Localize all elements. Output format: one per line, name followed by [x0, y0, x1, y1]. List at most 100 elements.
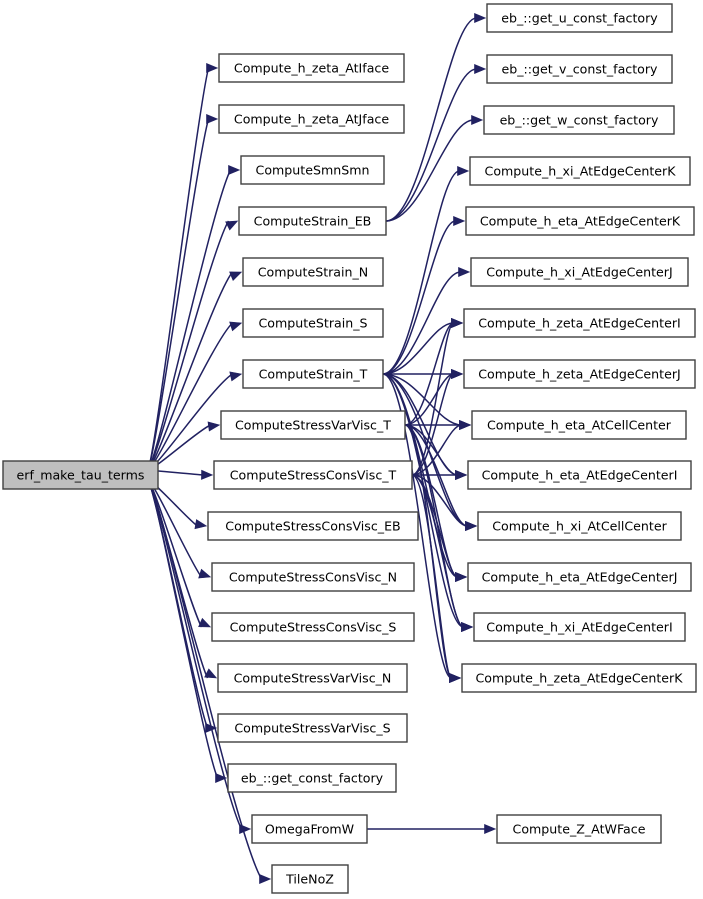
graph-node-computestrain-t[interactable]: ComputeStrain_T [242, 359, 384, 389]
node-label: Compute_h_zeta_AtEdgeCenterJ [478, 367, 680, 382]
arrow-head-icon [229, 271, 243, 281]
node-label: ComputeStressConsVisc_S [230, 620, 397, 635]
arrow-head-icon [204, 668, 218, 679]
arrow-head-icon [457, 165, 470, 177]
node-box[interactable] [240, 155, 385, 185]
call-edge [385, 119, 474, 222]
graph-node-compute-h-xi-atedgecenterj[interactable]: Compute_h_xi_AtEdgeCenterJ [470, 257, 689, 287]
root-node-box[interactable] [2, 460, 159, 490]
graph-node-computestressvarvisc-t[interactable]: ComputeStressVarVisc_T [220, 410, 406, 440]
node-box[interactable] [220, 410, 406, 440]
call-edge [411, 373, 455, 476]
node-label: ComputeStressConsVisc_N [229, 570, 397, 585]
arrow-head-icon [229, 371, 243, 382]
graph-node-compute-h-xi-atcellcenter[interactable]: Compute_h_xi_AtCellCenter [477, 511, 682, 541]
node-label: Compute_h_xi_AtEdgeCenterK [485, 164, 677, 179]
graph-node-erf-make-tau-terms[interactable]: erf_make_tau_terms [2, 460, 159, 490]
node-box[interactable] [463, 308, 696, 338]
node-box[interactable] [271, 864, 349, 894]
arrow-head-icon [474, 12, 487, 24]
graph-node-eb-get-v-const-factory[interactable]: eb_::get_v_const_factory [486, 54, 673, 84]
node-label: ComputeStrain_S [258, 316, 367, 331]
graph-node-computestressconsvisc-eb[interactable]: ComputeStressConsVisc_EB [207, 511, 419, 541]
node-box[interactable] [211, 612, 415, 642]
node-box[interactable] [470, 257, 689, 287]
graph-node-computestressvarvisc-n[interactable]: ComputeStressVarVisc_N [217, 663, 408, 693]
graph-node-computestressconsvisc-s[interactable]: ComputeStressConsVisc_S [211, 612, 415, 642]
node-label: Compute_h_eta_AtEdgeCenterK [480, 214, 681, 229]
call-edge [411, 322, 455, 476]
node-box[interactable] [486, 54, 673, 84]
arrow-head-icon [225, 220, 239, 231]
graph-node-computestressconsvisc-n[interactable]: ComputeStressConsVisc_N [211, 562, 415, 592]
graph-node-compute-h-eta-atedgecenterk[interactable]: Compute_h_eta_AtEdgeCenterK [465, 206, 695, 236]
node-box[interactable] [465, 206, 695, 236]
node-box[interactable] [251, 814, 368, 844]
node-box[interactable] [207, 511, 419, 541]
node-box[interactable] [473, 612, 686, 642]
node-box[interactable] [242, 308, 384, 338]
arrow-head-icon [207, 421, 221, 432]
graph-node-computestressconsvisc-t[interactable]: ComputeStressConsVisc_T [213, 460, 413, 490]
node-box[interactable] [477, 511, 682, 541]
graph-node-eb-get-u-const-factory[interactable]: eb_::get_u_const_factory [486, 3, 673, 33]
graph-node-omegafromw[interactable]: OmegaFromW [251, 814, 368, 844]
arrow-head-icon [471, 114, 484, 126]
call-edge [147, 479, 263, 880]
node-label: TileNoZ [285, 872, 334, 887]
node-box[interactable] [242, 257, 384, 287]
node-box[interactable] [218, 104, 405, 134]
node-box[interactable] [463, 359, 696, 389]
graph-node-compute-h-eta-atedgecenteri[interactable]: Compute_h_eta_AtEdgeCenterI [467, 460, 692, 490]
graph-node-compute-h-eta-atcellcenter[interactable]: Compute_h_eta_AtCellCenter [471, 410, 687, 440]
node-label: ComputeStressVarVisc_S [234, 721, 390, 736]
graph-node-compute-h-xi-atedgecenteri[interactable]: Compute_h_xi_AtEdgeCenterI [473, 612, 686, 642]
graph-node-computestrain-eb[interactable]: ComputeStrain_EB [238, 206, 387, 236]
graph-node-compute-h-zeta-atedgecenteri[interactable]: Compute_h_zeta_AtEdgeCenterI [463, 308, 696, 338]
node-box[interactable] [467, 460, 692, 490]
graph-node-computestressvarvisc-s[interactable]: ComputeStressVarVisc_S [217, 713, 408, 743]
node-label: eb_::get_u_const_factory [501, 11, 658, 26]
call-edge [147, 479, 219, 779]
arrow-head-icon [451, 368, 464, 380]
node-box[interactable] [486, 3, 673, 33]
node-label: eb_::get_w_const_factory [500, 113, 659, 128]
node-box[interactable] [227, 763, 397, 793]
node-box[interactable] [218, 53, 405, 83]
node-box[interactable] [217, 713, 408, 743]
node-box[interactable] [238, 206, 387, 236]
arrow-head-icon [458, 266, 471, 278]
node-box[interactable] [213, 460, 413, 490]
arrow-head-icon [484, 823, 497, 835]
node-box[interactable] [483, 105, 675, 135]
node-box[interactable] [217, 663, 408, 693]
arrow-head-icon [474, 63, 487, 75]
node-label: Compute_h_xi_AtEdgeCenterI [486, 620, 672, 635]
node-box[interactable] [496, 814, 662, 844]
node-box[interactable] [461, 663, 697, 693]
graph-node-compute-h-zeta-atiface[interactable]: Compute_h_zeta_AtIface [218, 53, 405, 83]
graph-node-eb-get-w-const-factory[interactable]: eb_::get_w_const_factory [483, 105, 675, 135]
graph-node-compute-h-eta-atedgecenterj[interactable]: Compute_h_eta_AtEdgeCenterJ [467, 562, 692, 592]
graph-node-compute-h-zeta-atedgecenterj[interactable]: Compute_h_zeta_AtEdgeCenterJ [463, 359, 696, 389]
graph-node-tilenoz[interactable]: TileNoZ [271, 864, 349, 894]
node-label: Compute_h_eta_AtEdgeCenterJ [482, 570, 678, 585]
graph-node-compute-z-atwface[interactable]: Compute_Z_AtWFace [496, 814, 662, 844]
node-box[interactable] [471, 410, 687, 440]
node-box[interactable] [211, 562, 415, 592]
graph-node-computestrain-n[interactable]: ComputeStrain_N [242, 257, 384, 287]
node-box[interactable] [467, 562, 692, 592]
graph-node-compute-h-xi-atedgecenterk[interactable]: Compute_h_xi_AtEdgeCenterK [469, 156, 691, 186]
call-edge [404, 322, 454, 426]
graph-node-computesmnsmn[interactable]: ComputeSmnSmn [240, 155, 385, 185]
graph-node-compute-h-zeta-atjface[interactable]: Compute_h_zeta_AtJface [218, 104, 405, 134]
call-edge [382, 170, 460, 375]
node-box[interactable] [469, 156, 691, 186]
call-edge [382, 271, 461, 375]
graph-node-computestrain-s[interactable]: ComputeStrain_S [242, 308, 384, 338]
call-edge [147, 220, 230, 471]
graph-node-compute-h-zeta-atedgecenterk[interactable]: Compute_h_zeta_AtEdgeCenterK [461, 663, 697, 693]
graph-node-eb-get-const-factory[interactable]: eb_::get_const_factory [227, 763, 397, 793]
node-box[interactable] [242, 359, 384, 389]
call-edge [411, 424, 462, 476]
